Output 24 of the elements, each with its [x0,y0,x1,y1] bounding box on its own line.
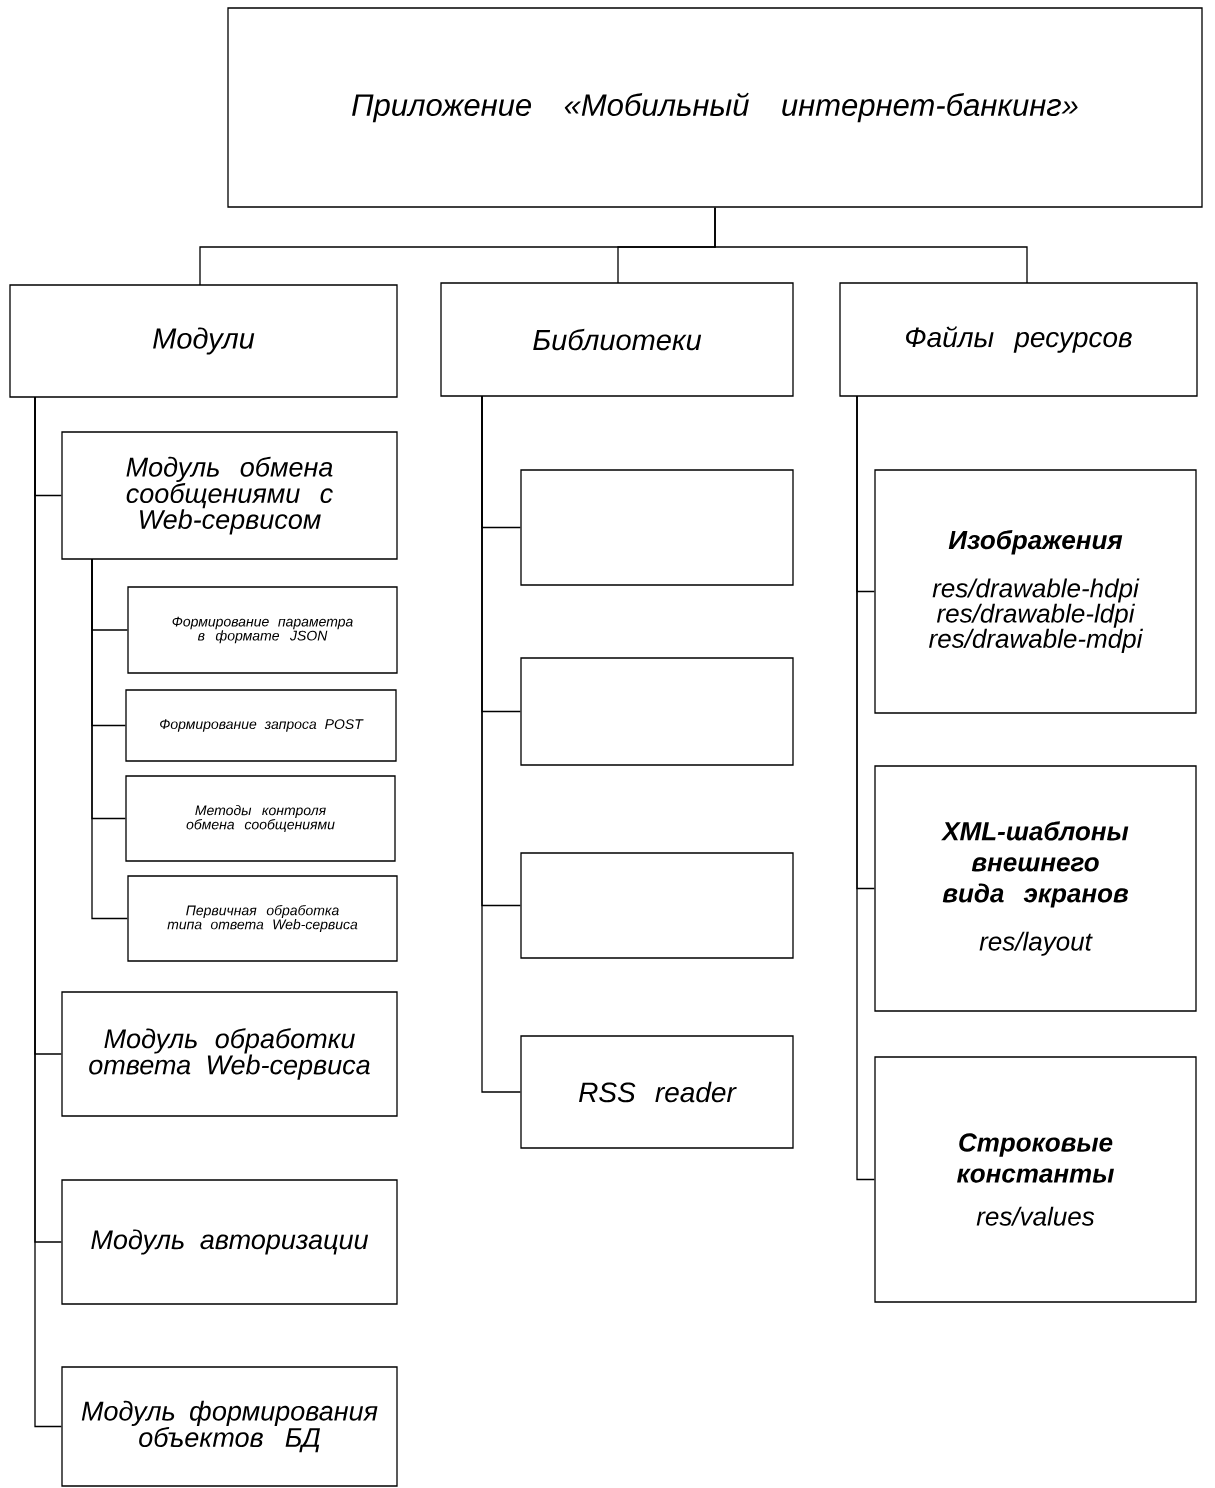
app-box: Приложение «Мобильный интернет-банкинг» [227,7,1203,208]
resource-box: Изображения res/drawable-hdpi res/drawable-ldpi res/drawable-mdpi [874,469,1197,714]
module-box [520,852,794,959]
module-box: Модуль обмена сообщениями с Web-сервисом [61,431,398,560]
module-box: Библиотеки [440,282,794,397]
module-box: Модуль формирования объектов БД [61,1366,398,1487]
module-box [520,469,794,586]
resource-box: Строковые константы res/values [874,1056,1197,1303]
connector-line [34,396,62,1428]
module-box: Файлы ресурсов [839,282,1198,397]
function-box: Формирование параметра в формате JSON [127,586,398,674]
function-box: Формирование запроса POST [125,689,397,762]
connector-line [714,207,1028,284]
connector-line [91,558,128,920]
module-box: Модули [9,284,398,398]
function-box: Методы контроля обмена сообщениями [125,775,396,862]
module-box: RSS reader [520,1035,794,1149]
module-box: Модуль авторизации [61,1179,398,1305]
module-box: Модуль обработки ответа Web-сервиса [61,991,398,1117]
module-box [520,657,794,766]
connector-line [856,395,875,1181]
function-box: Первичная обработка типа ответа Web-сервиса [127,875,398,962]
resource-box: XML-шаблоны внешнего вида экранов res/layout [874,765,1197,1012]
connector-line [481,395,521,1093]
